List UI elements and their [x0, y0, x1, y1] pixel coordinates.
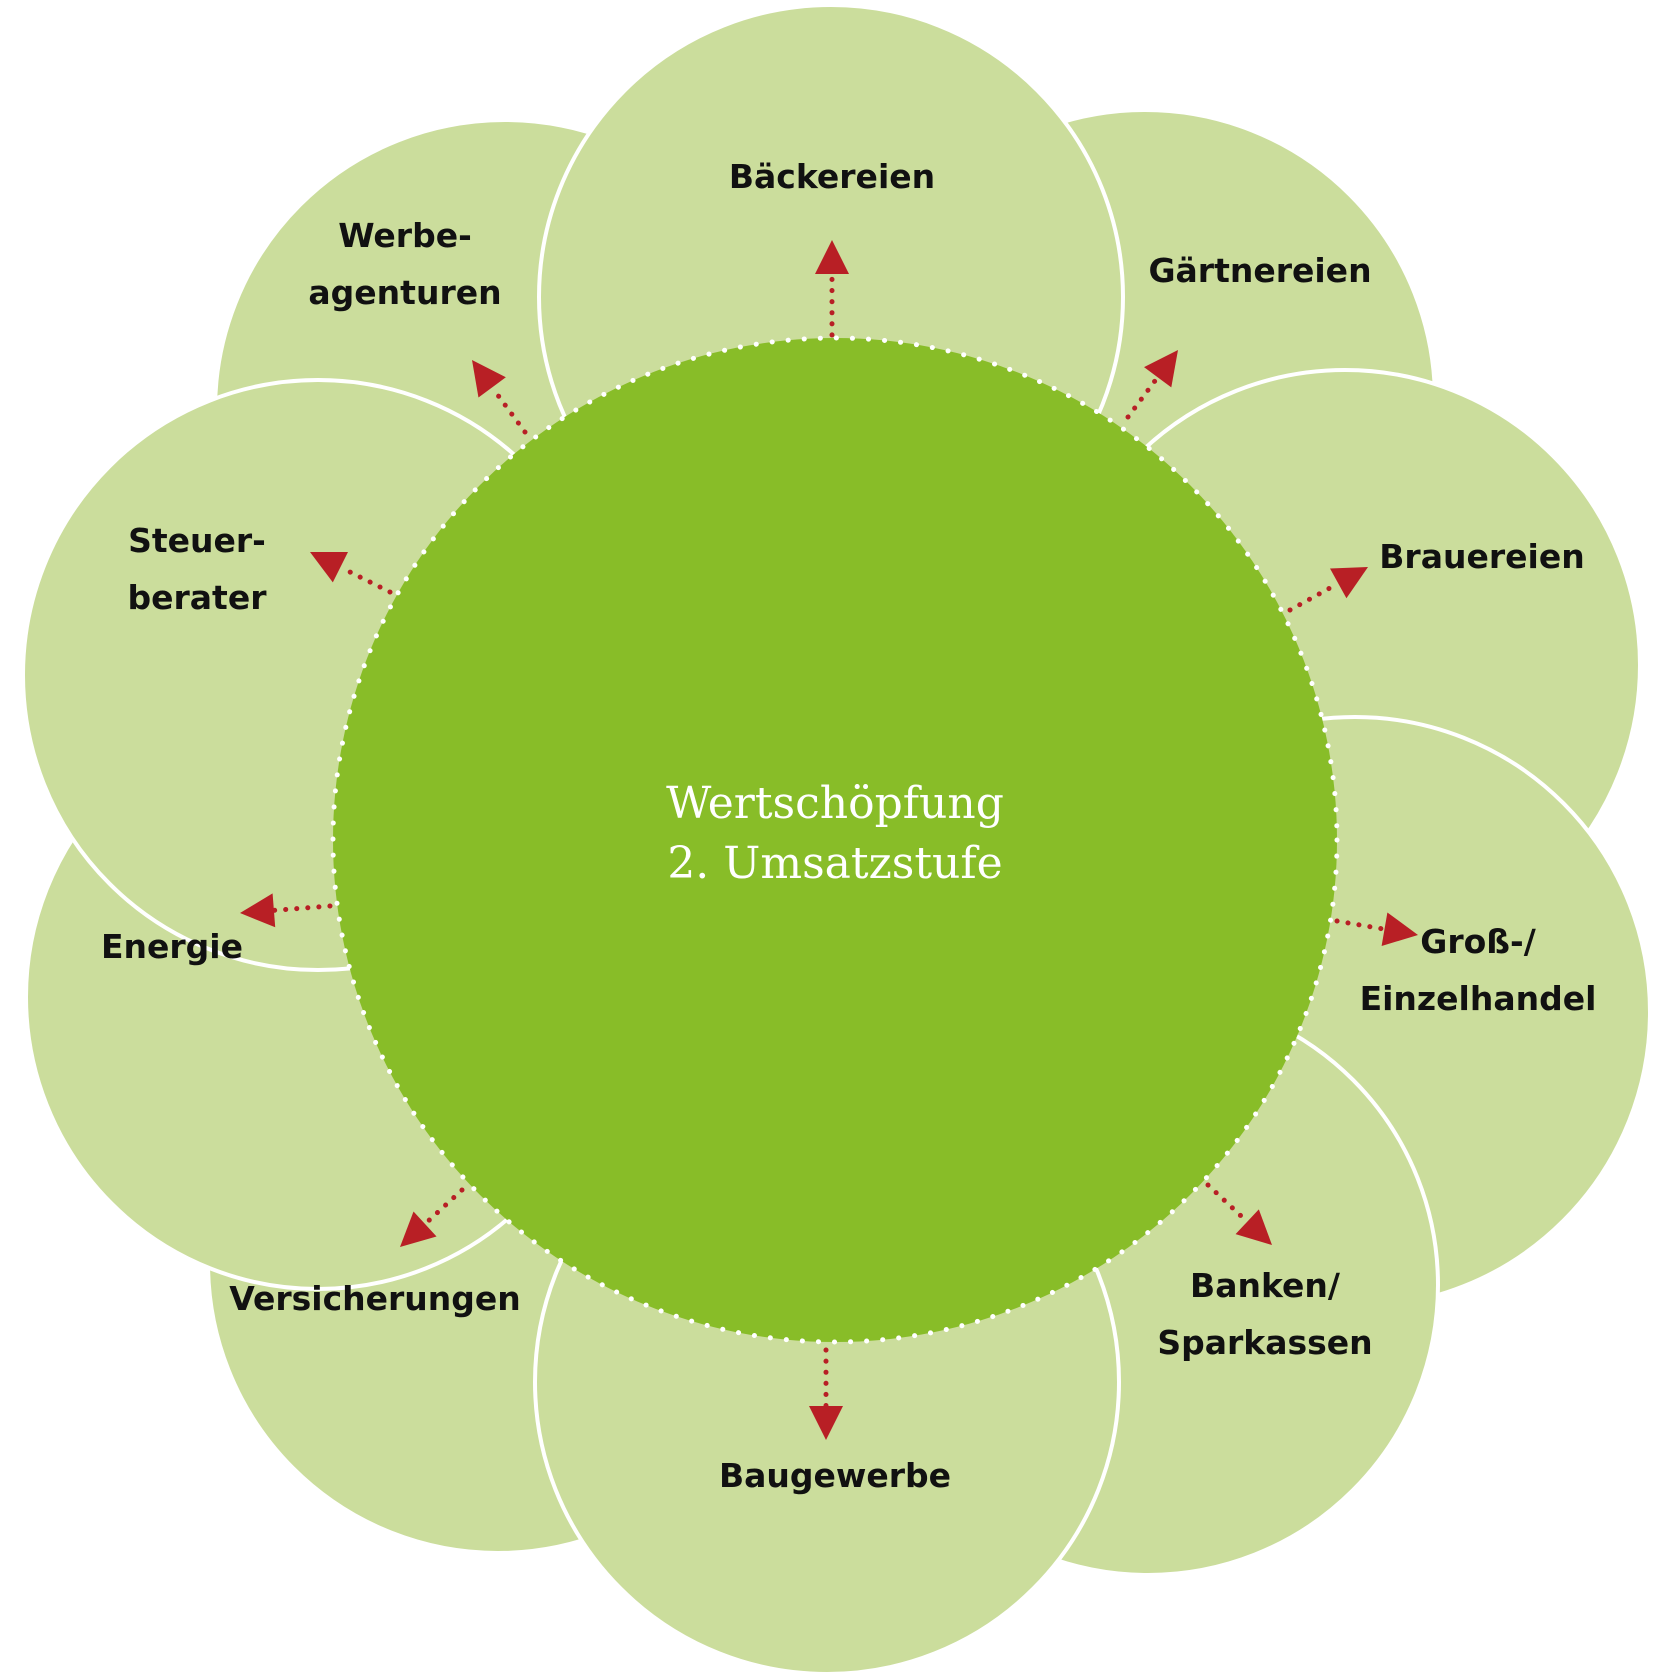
arrow-head-gaertnereien [1144, 350, 1178, 388]
arrow-head-banken [1235, 1209, 1272, 1245]
label-banken-line-2: Sparkassen [1157, 1323, 1372, 1362]
labels-layer: Werbe-agenturen GärtnereienBrauereienGroß… [101, 157, 1596, 1495]
label-werbeagenturen: Werbe-agenturen [308, 216, 501, 312]
label-werbeagenturen-line-2: agenturen [308, 273, 501, 312]
arrow-grosshandel [1334, 912, 1418, 946]
label-banken-line-1: Banken/ [1190, 1266, 1341, 1305]
center-label-line-2: 2. Umsatzstufe [667, 838, 1002, 889]
arrow-baeckereien [815, 240, 849, 338]
arrow-head-baeckereien [815, 240, 849, 274]
label-baugewerbe-line-1: Baugewerbe [719, 1456, 951, 1495]
center-layer: Wertschöpfung 2. Umsatzstufe [330, 335, 1340, 1345]
arrow-head-brauereien [1330, 567, 1368, 599]
label-gaertnereien: Gärtnereien [1148, 251, 1371, 290]
label-gaertnereien-line-1: Gärtnereien [1148, 251, 1371, 290]
label-steuerberater-line-1: Steuer- [128, 521, 266, 560]
arrow-brauereien [1287, 567, 1368, 613]
arrow-head-grosshandel [1381, 912, 1418, 946]
arrows-layer [240, 240, 1418, 1440]
center-circle [330, 335, 1340, 1345]
label-baeckereien: Bäckereien [729, 157, 935, 196]
arrow-tail-gaertnereien [1125, 374, 1161, 420]
arrow-tail-energie [271, 903, 333, 913]
label-baeckereien-line-1: Bäckereien [729, 157, 935, 196]
arrow-gaertnereien [1125, 350, 1178, 420]
arrow-head-versicherungen [400, 1211, 437, 1247]
label-grosshandel-line-1: Groß-/ [1420, 922, 1536, 961]
label-energie-line-1: Energie [101, 927, 243, 966]
center-label-line-1: Wertschöpfung [666, 778, 1004, 829]
label-brauereien-line-1: Brauereien [1379, 537, 1584, 576]
arrow-baugewerbe [809, 1347, 843, 1440]
arrow-tail-grosshandel [1334, 918, 1387, 932]
label-brauereien: Brauereien [1379, 537, 1584, 576]
label-energie: Energie [101, 927, 243, 966]
label-baugewerbe: Baugewerbe [719, 1456, 951, 1495]
label-steuerberater: Steuer-berater [128, 521, 268, 617]
label-grosshandel: Groß-/ Einzelhandel [1360, 922, 1597, 1018]
arrow-tail-banken [1205, 1182, 1250, 1225]
arrow-head-baugewerbe [809, 1406, 843, 1440]
arrow-energie [240, 893, 333, 928]
label-versicherungen-line-1: Versicherungen [229, 1279, 521, 1318]
arrow-werbeagenturen [472, 360, 528, 435]
arrow-head-werbeagenturen [472, 360, 506, 398]
arrow-head-steuerberater [310, 552, 349, 583]
arrow-tail-werbeagenturen [489, 384, 528, 435]
label-werbeagenturen-line-1: Werbe- [338, 216, 472, 255]
arrow-tail-brauereien [1287, 580, 1341, 613]
label-banken: Banken/Sparkassen [1157, 1266, 1372, 1362]
label-steuerberater-line-2: berater [128, 578, 268, 617]
label-versicherungen: Versicherungen [229, 1279, 521, 1318]
arrow-banken [1205, 1182, 1272, 1245]
arrow-steuerberater [310, 552, 393, 595]
label-grosshandel-line-2: Einzelhandel [1360, 979, 1597, 1018]
arrow-versicherungen [400, 1187, 465, 1247]
arrow-head-energie [240, 893, 276, 928]
arrow-tail-steuerberater [337, 564, 393, 595]
